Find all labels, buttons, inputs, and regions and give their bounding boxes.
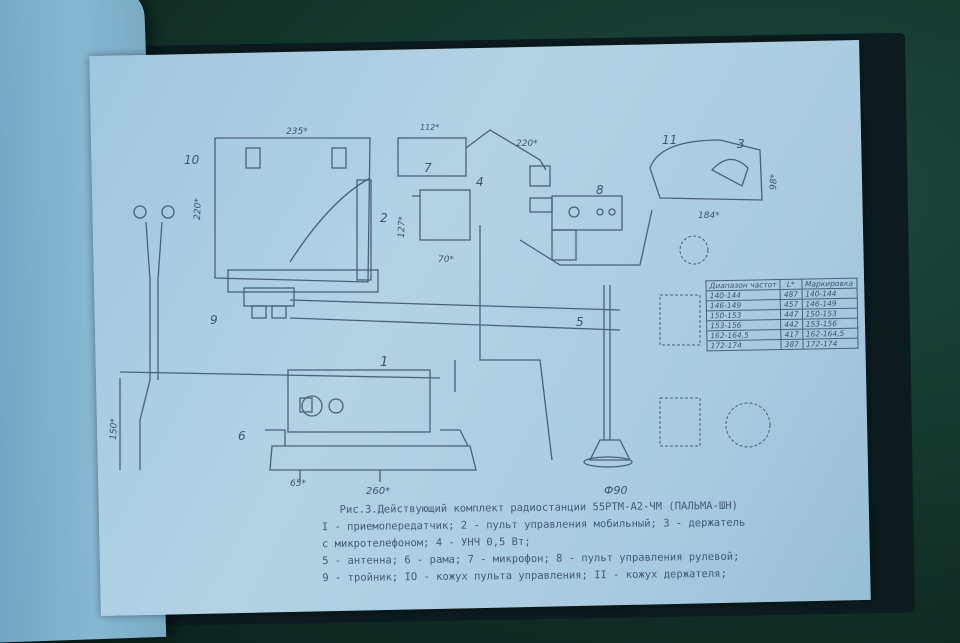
dim-220: 220* — [193, 198, 204, 221]
dim-127: 127* — [397, 216, 408, 239]
dim-260: 260* — [366, 486, 390, 497]
table-header-length: L* — [780, 279, 802, 290]
table-header-range: Диапазон частот — [705, 279, 781, 291]
amplifier-unit — [412, 189, 471, 241]
dim-112: 112* — [420, 123, 439, 132]
callout-1: 1 — [380, 355, 388, 370]
callout-10: 10 — [184, 153, 200, 167]
table-cell: 487 — [780, 289, 802, 300]
table-cell: 417 — [780, 329, 803, 340]
dim-65: 65* — [290, 479, 306, 489]
dim-90: Ф90 — [604, 484, 627, 497]
antenna — [583, 285, 633, 468]
microphone — [397, 129, 551, 187]
dim-220b: 220* — [516, 139, 538, 149]
handset-cable — [133, 205, 175, 470]
cable-runs — [119, 209, 653, 470]
callout-3: 3 — [737, 137, 745, 151]
callout-5: 5 — [576, 315, 584, 329]
dim-98: 98* — [769, 173, 780, 190]
callout-labels: 1 2 3 4 5 6 7 8 9 10 11 — [184, 133, 745, 443]
table-cell: 447 — [780, 309, 803, 320]
callout-6: 6 — [238, 429, 246, 443]
mounting-frame — [265, 429, 477, 482]
callout-8: 8 — [596, 183, 604, 197]
tee-connector — [243, 287, 295, 319]
dim-150: 150* — [109, 418, 120, 441]
control-panel-cover — [214, 137, 379, 293]
dimension-labels: 235* 220* 112* 220* 127* 70* 184* 98* 15… — [109, 123, 780, 497]
dim-184: 184* — [698, 211, 720, 221]
handset-holder — [649, 139, 763, 201]
table-cell: 442 — [780, 319, 803, 330]
dim-235: 235* — [286, 127, 308, 137]
detail-sketches — [659, 235, 771, 448]
table-cell: 387 — [781, 339, 803, 350]
callout-2: 2 — [380, 211, 388, 225]
callout-11: 11 — [662, 133, 677, 147]
callout-9: 9 — [210, 313, 218, 327]
steering-control-panel — [529, 195, 623, 261]
callout-4: 4 — [476, 175, 484, 189]
figure-caption: Рис.3.Действующий комплект радиостанции … — [322, 498, 746, 587]
table-cell: 172-174 — [706, 339, 782, 351]
callout-7: 7 — [424, 161, 432, 175]
table-header-marking: Маркировка — [801, 278, 857, 290]
dim-70: 70* — [438, 255, 454, 265]
table-cell: 457 — [780, 299, 802, 310]
table-cell: 172-174 — [802, 338, 858, 350]
transceiver-unit — [287, 369, 431, 433]
